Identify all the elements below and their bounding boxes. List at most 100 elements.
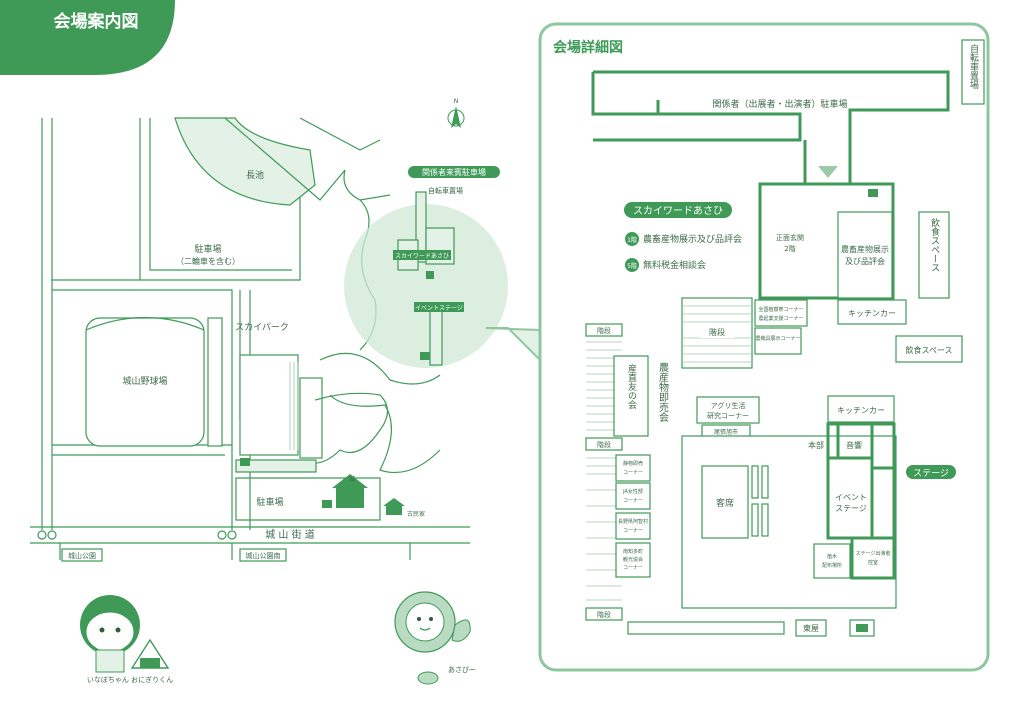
event-stage-label-small: イベントステージ <box>415 305 463 312</box>
toilet-icon <box>322 500 332 508</box>
entrance-label: 正面玄関 <box>776 233 804 242</box>
detail-bike-parking-label: 自転車置場 <box>968 43 979 90</box>
castle-icon <box>332 474 368 508</box>
svg-text:コーナー: コーナー <box>623 498 643 504</box>
toilet-icon <box>240 458 250 466</box>
corner2-label: 農起業支援コーナー <box>758 315 803 322</box>
highlight-circle <box>344 204 508 368</box>
park2-label: 城山公園南 <box>246 551 281 560</box>
skypark-label: スカイパーク <box>235 322 289 333</box>
stairs1-label: 階段 <box>709 327 725 337</box>
toilet-icon <box>420 352 430 360</box>
guest-parking-tag <box>408 166 500 178</box>
event-stage-label-2: ステージ <box>835 504 867 513</box>
svg-text:コーナー: コーナー <box>623 470 643 476</box>
overview-map: 関係者来賓駐車場 自転車置場 スカイワードあさひ イベントステージ 長池 駐車場… <box>30 98 508 685</box>
guest-parking-label: 関係者来賓駐車場 <box>422 167 486 177</box>
inabo-character-icon <box>80 595 140 673</box>
audio-label: 音響 <box>846 440 862 450</box>
svg-text:南知多町: 南知多町 <box>623 548 643 555</box>
left-stairs-column: 階段 階段 階段 <box>585 323 623 621</box>
floor5-text: 無料税金相談会 <box>643 259 706 271</box>
detail-map: 会場詳細図 自転車置場 関係者（出展者・出演者）駐車場 スカイワードあさひ 1階… <box>538 22 990 672</box>
onigiri-character-icon <box>130 638 170 669</box>
svg-text:JA女性部: JA女性部 <box>622 488 643 495</box>
east-label: 東屋 <box>803 623 819 633</box>
corner1-label: 全国植樹祭コーナー <box>758 306 803 313</box>
stage-tag <box>906 465 956 479</box>
svg-text:コーナー: コーナー <box>623 528 643 534</box>
agri-box <box>696 396 760 424</box>
asapy-character-icon <box>394 591 471 685</box>
stairs2-label: 階段 <box>597 326 611 335</box>
sales-label: 農産物即売会 <box>657 361 669 423</box>
header-badge: 会場案内図 <box>0 0 175 75</box>
producer-box <box>613 355 649 437</box>
parking-note: （二輪車を含む） <box>176 256 240 266</box>
staff-parking-label: 関係者（出展者・出演者）駐車場 <box>712 98 847 110</box>
corner3-label: 農機具展示コーナー <box>755 335 800 342</box>
pond-label: 長池 <box>246 169 264 181</box>
svg-text:アグリ生活: アグリ生活 <box>711 401 746 410</box>
seating-box <box>701 465 749 539</box>
exhibit-label-2: 及び品評会 <box>845 256 885 266</box>
svg-text:植木: 植木 <box>827 553 837 560</box>
tower-icon <box>415 191 427 263</box>
food-space-label-1: 飲食スペース <box>929 217 940 272</box>
stairs3-label: 階段 <box>597 440 611 449</box>
north-arrow-icon: N <box>447 98 465 128</box>
kitchen-car-label-1: キッチンカー <box>848 309 896 318</box>
characters-right-label: あさぴー <box>448 666 476 674</box>
svg-text:長野県阿智村: 長野県阿智村 <box>618 518 648 525</box>
characters-left-label: いなぼちゃん おにぎりくん <box>87 675 173 684</box>
food-space-box-2 <box>895 335 963 363</box>
producer-label: 産直友の会 <box>626 363 637 410</box>
exhibit-label-1: 農畜産物展示 <box>841 244 889 254</box>
kitchen-car-box-2 <box>827 395 895 423</box>
seating-label: 客席 <box>716 497 734 509</box>
entry-arrow-icon <box>818 166 838 178</box>
parking2-label: 駐車場 <box>256 496 283 508</box>
svg-text:控室: 控室 <box>868 559 878 566</box>
exhibit-room <box>837 211 893 299</box>
detail-title: 会場詳細図 <box>553 39 623 56</box>
toilet-icon <box>856 624 868 632</box>
skyward-label-small: スカイワードあさひ <box>395 253 449 260</box>
stairs4-label: 階段 <box>597 610 611 619</box>
svg-text:静物即売: 静物即売 <box>623 460 643 467</box>
pond-area <box>174 117 316 206</box>
stairs-block: 階段 <box>681 297 753 369</box>
svg-text:ステージ出演者: ステージ出演者 <box>856 550 891 557</box>
kitchen-car-box-1 <box>837 299 907 325</box>
bike-parking-box <box>961 39 985 105</box>
old-house-label: 古民家 <box>407 510 425 518</box>
skyward-tag <box>624 202 732 218</box>
stadium-label: 城山野球場 <box>122 375 167 387</box>
street-label: 城 山 街 道 <box>265 528 315 541</box>
detail-skyward-label: スカイワードあさひ <box>633 205 723 217</box>
event-stage-label-1: イベント <box>835 493 867 502</box>
agri-label-2: 研究コーナー <box>707 411 749 420</box>
food-space-box-1 <box>918 211 950 299</box>
floor1-badge <box>625 232 639 246</box>
page-title: 会場案内図 <box>54 11 139 32</box>
food-space-label-2: 飲食スペース <box>905 345 952 355</box>
svg-text:観光協会: 観光協会 <box>623 556 643 563</box>
floor1-badge-text: 1階 <box>627 236 637 244</box>
north-label: N <box>454 98 459 105</box>
park1-label: 城山公園 <box>68 551 96 560</box>
old-house-icon <box>383 498 405 515</box>
hq-label: 本部 <box>808 440 824 450</box>
toilet-icon <box>426 271 434 279</box>
toilet-icon <box>868 189 878 197</box>
svg-text:コーナー: コーナー <box>623 565 643 571</box>
parking-label: 駐車場 <box>194 243 221 255</box>
zoom-connector <box>485 327 541 363</box>
floor1-text: 農畜産物展示及び品評会 <box>643 233 742 245</box>
kitchen-car-label-2: キッチンカー <box>837 406 885 415</box>
castle-label: 城 <box>349 476 355 483</box>
bike-parking-label: 自転車置場 <box>428 186 463 195</box>
floor2-label: 2階 <box>784 244 795 253</box>
svg-text:尾張旭市: 尾張旭市 <box>714 428 738 436</box>
